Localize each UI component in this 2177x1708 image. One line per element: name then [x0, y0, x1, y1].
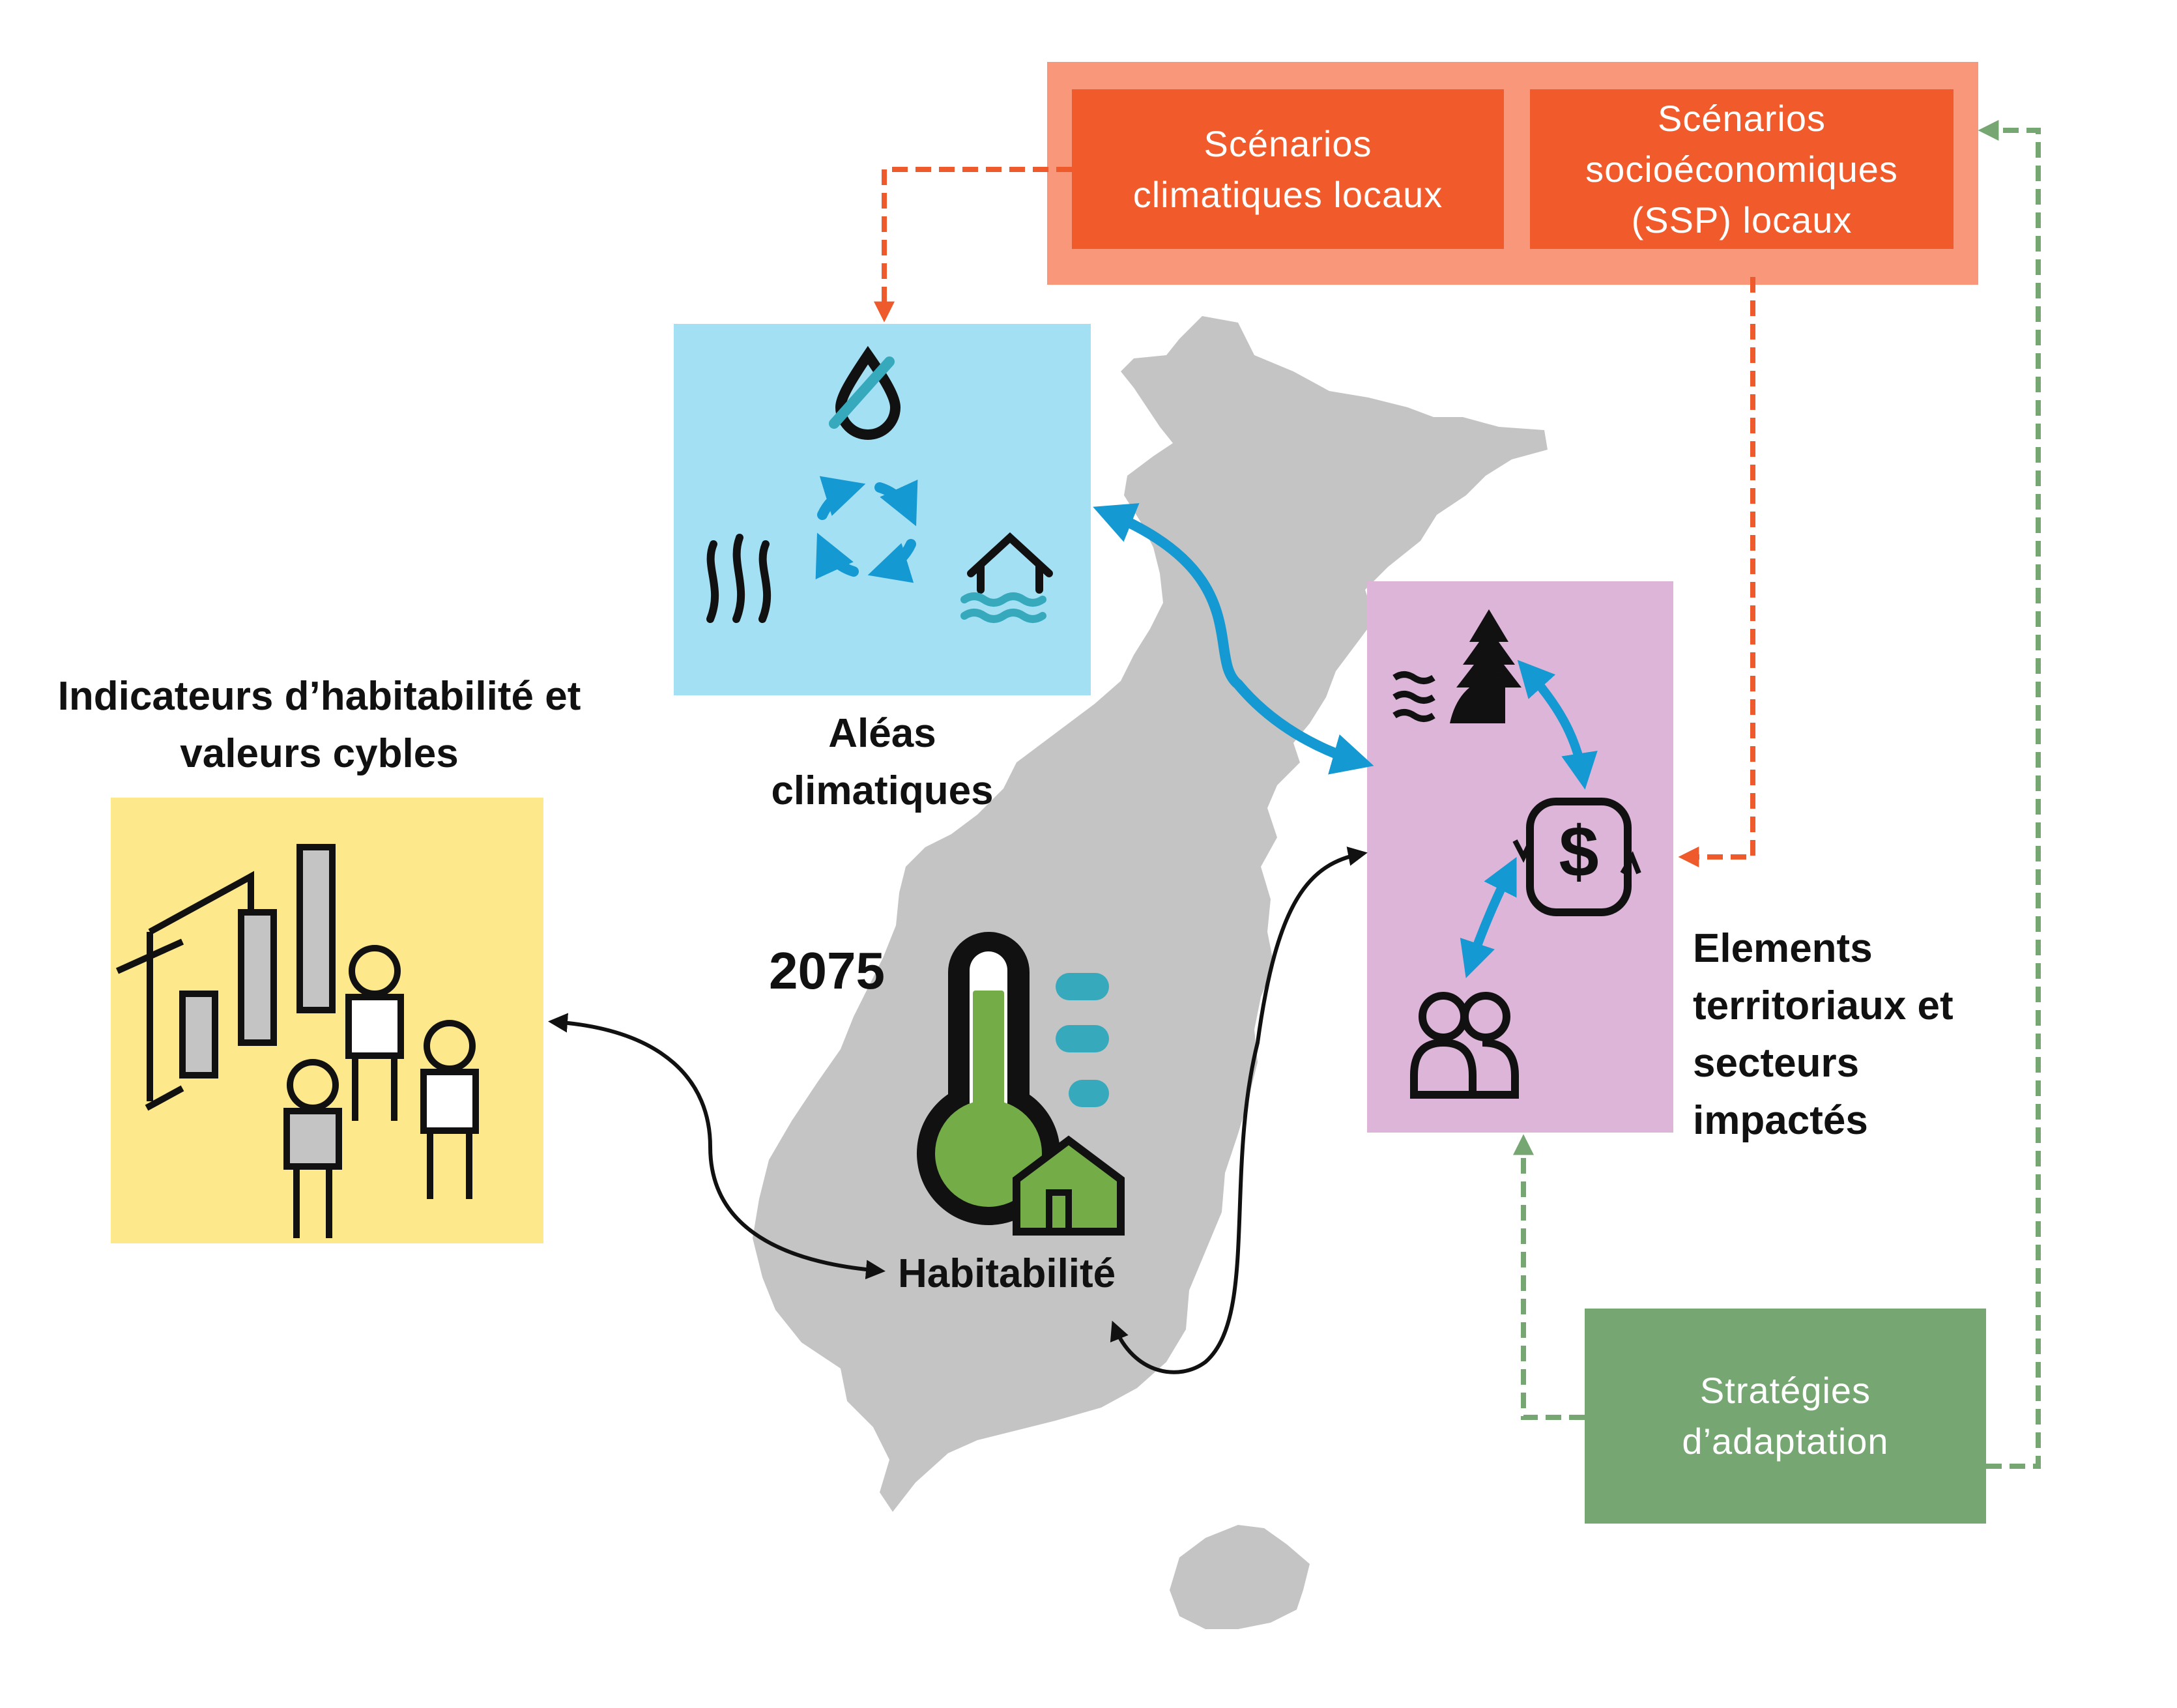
adaptation-label: Stratégies d’adaptation [1682, 1370, 1889, 1462]
adaptation-to-scenarios-link [1978, 120, 2041, 1469]
economy-cycle-icon [1512, 798, 1641, 916]
climate-scenarios-label: Scénarios climatiques locaux [1132, 123, 1443, 215]
people-icon [1410, 992, 1519, 1099]
dollar-icon: $ [1559, 812, 1598, 892]
flooded-house-icon [960, 532, 1053, 623]
indicators-habitability-arrow [548, 1013, 886, 1280]
ecosystem-icon [1392, 609, 1521, 723]
thermometer-icon [917, 932, 1125, 1236]
economy-people-arrow [1460, 856, 1517, 978]
adaptation-box [1585, 1309, 1986, 1524]
hazards-label: Aléas climatiques [771, 711, 994, 813]
indicators-label: Indicateurs d’habitabilité et valeurs cy… [57, 674, 581, 776]
drought-drop-icon [829, 345, 901, 440]
climate-to-hazards-link [874, 167, 1072, 323]
climate-scenarios-box [1072, 89, 1504, 249]
cycle-arrows-icon [815, 476, 918, 583]
indicators-illustration [115, 844, 479, 1238]
socio-scenarios-label: Scénarios socioéconomiques (SSP) locaux [1585, 97, 1898, 240]
habitability-year: 2075 [769, 942, 885, 1000]
socio-scenarios-box [1530, 89, 1954, 249]
impacts-label: Elements territoriaux et secteurs impact… [1693, 926, 1954, 1143]
heat-waves-icon [706, 534, 771, 623]
hazards-impacts-arrow [1093, 503, 1374, 775]
ecosystem-economy-arrow [1517, 659, 1598, 790]
adaptation-to-impacts-link [1513, 1134, 1585, 1420]
socio-to-impacts-link [1678, 277, 1755, 867]
habitability-label: Habitabilité [898, 1251, 1116, 1296]
habitability-impacts-arrow [1110, 847, 1368, 1374]
temperature-bars-icon [1056, 973, 1109, 1107]
